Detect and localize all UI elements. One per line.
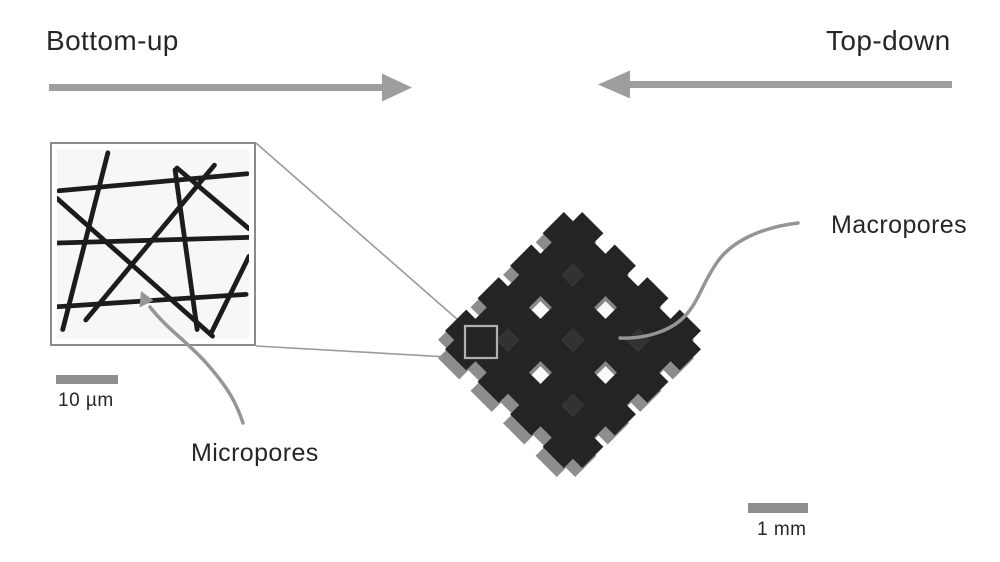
macro-scale-label: 1 mm — [757, 519, 807, 540]
macropores-leader-line — [618, 221, 800, 340]
micropores-inset-box — [50, 142, 256, 346]
fiber-mesh-graphic — [57, 149, 249, 339]
bottom-up-label: Bottom-up — [46, 25, 179, 56]
micropores-label: Micropores — [191, 439, 319, 467]
micro-scale-label: 10 µm — [58, 390, 114, 411]
top-down-arrow-icon — [598, 70, 952, 99]
zoom-region-box — [463, 324, 499, 360]
micro-scale-bar — [56, 375, 118, 384]
inset-connector-lines — [255, 142, 467, 359]
micropores-arrowhead-icon — [139, 291, 154, 308]
micropores-leader-line — [148, 305, 245, 425]
scaffold-graphic — [435, 202, 711, 478]
macro-scale-bar — [748, 503, 808, 513]
top-down-label: Top-down — [826, 25, 951, 56]
bottom-up-arrow-icon — [49, 73, 412, 102]
macropores-label: Macropores — [831, 211, 967, 239]
